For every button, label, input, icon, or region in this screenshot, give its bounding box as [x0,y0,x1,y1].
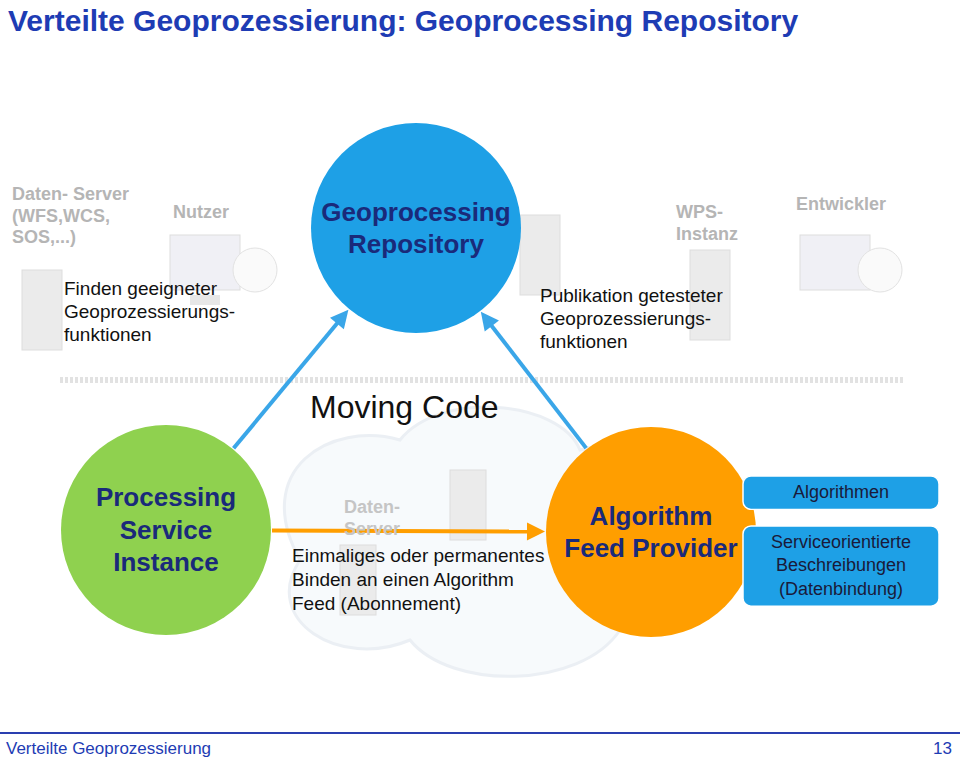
node-text-holder: Algorithmen [742,475,940,510]
node-text-holder: Algorithm Feed Provider [545,426,757,638]
process-circle: Geoprocessing Repository [310,122,522,334]
faded-label: Daten- Server [344,497,424,540]
node-text-column: Geoprocessing Repository [316,196,516,261]
page-title: Verteilte Geoprozessierung: Geoprocessin… [8,4,948,38]
connector-arrow [272,522,545,540]
arrow-head [330,310,348,330]
info-box: Algorithmen [742,475,940,510]
arrow-head [481,312,499,332]
footer-text: 13 [880,739,952,759]
faded-label: Daten- Server (WFS,WCS, SOS,...) [12,184,132,249]
faded-label: Nutzer [173,202,253,224]
connector-line [234,320,340,448]
node-label: Geoprocessing Repository [316,196,516,261]
node-label: Serviceorientierte Beschreibungen (Daten… [750,531,932,601]
info-box: Serviceorientierte Beschreibungen (Daten… [742,525,940,607]
annotation-text: Publikation getesteter Geoprozessierungs… [540,285,780,353]
box-fill [743,476,939,509]
circle-fill [61,425,271,635]
box-fill [743,526,939,606]
connector-arrow [234,310,349,449]
circle-outline [545,426,757,638]
process-circle: Algorithm Feed Provider [545,426,757,638]
faded-label: WPS- Instanz [676,202,756,245]
circle-fill [311,123,521,333]
node-label: Processing Service Instance [71,481,261,579]
node-text-holder: Serviceorientierte Beschreibungen (Daten… [742,525,940,607]
process-circle: Processing Service Instance [60,424,272,636]
node-text-column: Algorithmen [750,481,932,504]
circle-outline [310,122,522,334]
node-text-column: Algorithm Feed Provider [556,500,746,565]
node-text-column: Serviceorientierte Beschreibungen (Daten… [750,531,932,601]
arrow-head [527,522,545,540]
node-label: Algorithmen [750,481,932,504]
circle-fill [546,427,756,637]
node-text-column: Processing Service Instance [71,481,261,579]
annotation-text: Finden geeigneter Geoprozessierungs- fun… [64,278,269,346]
annotation-text: Moving Code [310,388,540,426]
edge-label: Einmaliges oder permanentes Binden an ei… [292,544,552,615]
connector-line [272,530,531,531]
node-label: Algorithm Feed Provider [556,500,746,565]
footer-rule [0,732,960,734]
faded-label: Entwickler [796,194,906,216]
node-text-holder: Geoprocessing Repository [310,122,522,334]
node-text-holder: Processing Service Instance [60,424,272,636]
footer-text: Verteilte Geoprozessierung [6,739,306,759]
